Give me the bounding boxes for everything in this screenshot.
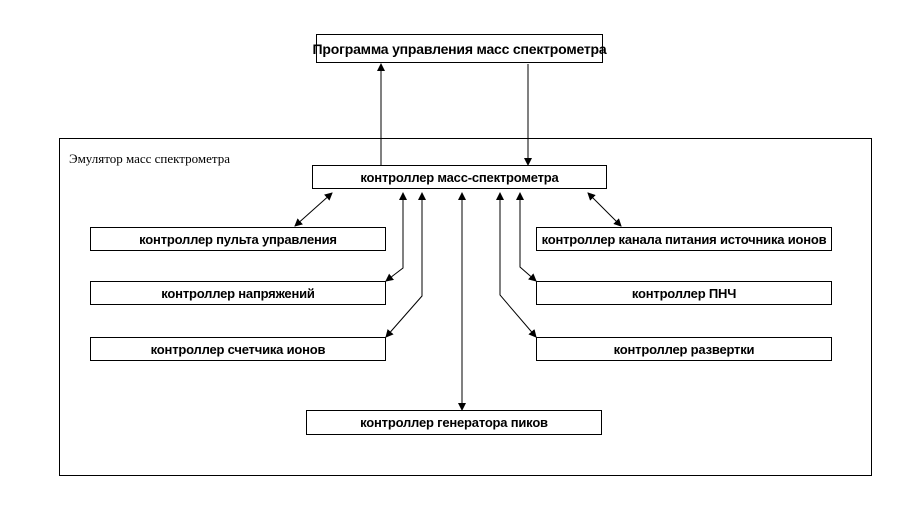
ion-source-power-controller-box: контроллер канала питания источника ионо… — [536, 227, 832, 251]
emulator-frame — [59, 138, 872, 476]
arrow-main-counter — [385, 192, 426, 338]
sweep-controller-label: контроллер развертки — [613, 341, 755, 357]
peak-generator-controller-label: контроллер генератора пиков — [360, 415, 548, 430]
program-box: Программа управления масс спектрометра — [313, 34, 607, 63]
program-label: Программа управления масс спектрометра — [312, 40, 607, 57]
emulator-label: Эмулятор масс спектрометра — [69, 151, 231, 166]
main-controller-box: контроллер масс-спектрометра — [312, 165, 607, 189]
main-controller-label: контроллер масс-спектрометра — [360, 169, 559, 185]
pnc-controller-box: контроллер ПНЧ — [536, 281, 832, 305]
arrow-main-sweep — [496, 192, 537, 338]
arrow-main-power — [587, 192, 622, 227]
peak-generator-controller-box: контроллер генератора пиков — [306, 410, 602, 435]
control-panel-controller-box: контроллер пульта управления — [90, 227, 386, 251]
voltage-controller-box: контроллер напряжений — [90, 281, 386, 305]
control-panel-controller-label: контроллер пульта управления — [139, 231, 337, 247]
ion-source-power-controller-label: контроллер канала питания источника ионо… — [541, 231, 827, 247]
voltage-controller-label: контроллер напряжений — [161, 285, 315, 301]
arrow-main-panel — [294, 192, 333, 227]
pnc-controller-label: контроллер ПНЧ — [631, 285, 737, 301]
ion-counter-controller-label: контроллер счетчика ионов — [150, 341, 326, 357]
ion-counter-controller-box: контроллер счетчика ионов — [90, 337, 386, 361]
arrow-main-pnc — [516, 192, 537, 282]
arrow-main-voltage — [385, 192, 407, 282]
sweep-controller-box: контроллер развертки — [536, 337, 832, 361]
